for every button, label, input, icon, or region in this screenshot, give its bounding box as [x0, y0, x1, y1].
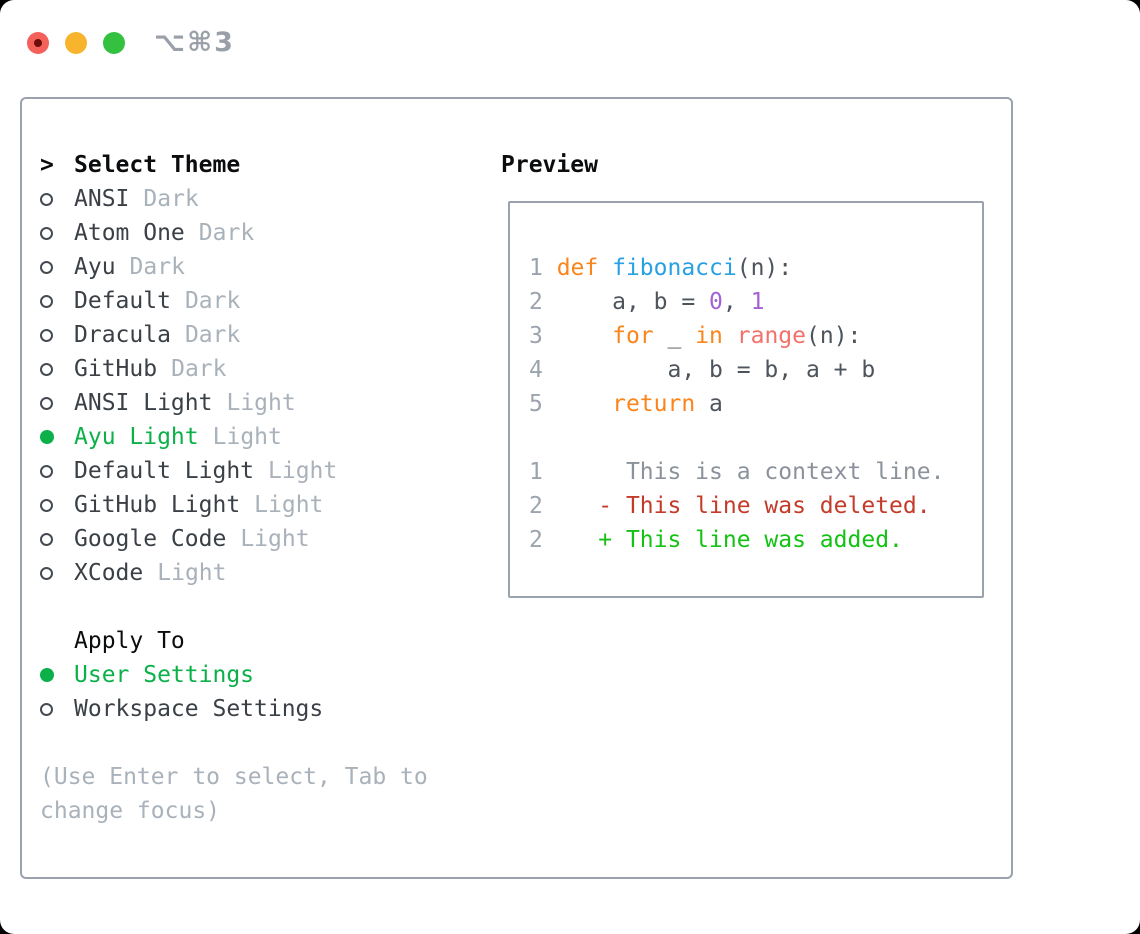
variant-badge: Light [254, 492, 324, 518]
radio-selected-icon [40, 430, 74, 444]
minimize-button[interactable] [65, 31, 87, 54]
variant-badge: Light [157, 560, 227, 586]
spacer [40, 590, 428, 624]
radio-icon [40, 328, 74, 342]
radio-icon [40, 396, 74, 410]
variant-badge: Dark [129, 254, 185, 280]
variant-badge: Dark [184, 288, 241, 314]
variant-badge: Dark [171, 356, 227, 382]
apply-to-title: Apply To [74, 628, 185, 654]
variant-badge: Light [268, 458, 338, 484]
apply-option-workspace-settings[interactable]: Workspace Settings [40, 692, 428, 726]
radio-icon [40, 566, 74, 580]
preview-title: Preview [501, 152, 598, 178]
window-shortcut-label: ⌥⌘3 [154, 27, 235, 58]
variant-badge: Light [240, 526, 310, 552]
theme-dialog-panel [20, 97, 1013, 879]
radio-icon [40, 260, 74, 274]
variant-badge: Dark [184, 322, 241, 348]
radio-icon [40, 294, 74, 308]
radio-icon [40, 702, 74, 716]
theme-picker-header: > Select Theme [40, 148, 428, 182]
radio-icon [40, 464, 74, 478]
variant-badge: Dark [198, 220, 255, 246]
spacer [40, 726, 428, 760]
variant-badge: Light [226, 390, 296, 416]
unsaved-dot-icon [34, 38, 42, 47]
radio-icon [40, 532, 74, 546]
close-button[interactable] [27, 31, 49, 54]
titlebar: ⌥⌘3 [27, 27, 235, 58]
radio-icon [40, 498, 74, 512]
help-hint-line-1: (Use Enter to select, Tab to [40, 764, 428, 790]
help-hint-line-2: change focus) [40, 798, 221, 824]
radio-icon [40, 192, 74, 206]
radio-icon [40, 226, 74, 240]
radio-selected-icon [40, 668, 74, 682]
apply-option-user-settings[interactable]: User Settings [40, 658, 428, 692]
radio-icon [40, 362, 74, 376]
variant-badge: Dark [143, 186, 199, 212]
maximize-button[interactable] [103, 31, 125, 54]
apply-to-header: Apply To [40, 624, 428, 658]
variant-badge: Light [212, 424, 282, 450]
prompt-icon: > [40, 152, 54, 178]
theme-picker-title: Select Theme [74, 152, 241, 178]
